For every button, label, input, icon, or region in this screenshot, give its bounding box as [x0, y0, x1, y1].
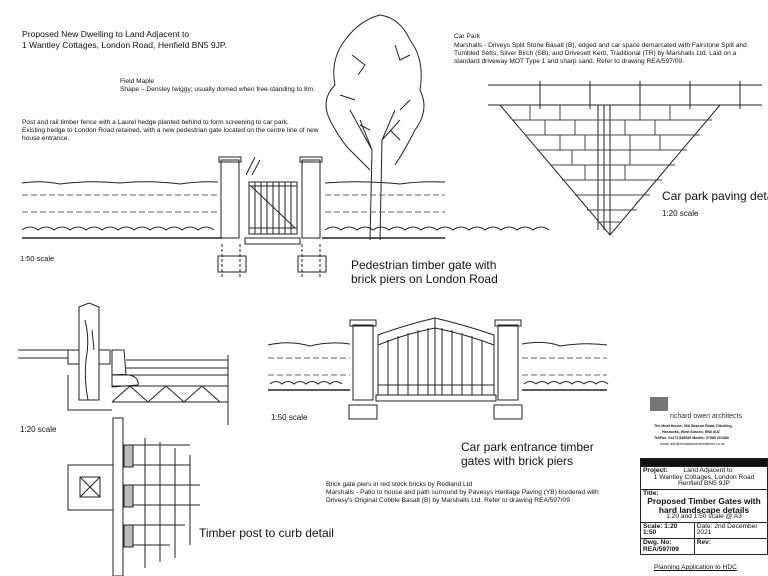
architect-phone: Tel/Fax: 01273 845080 Mobile: 07985 2618… [654, 436, 729, 440]
field-maple-tree-sketch [325, 14, 425, 241]
materials-note-line2: Marshalls - Patio to house and path surr… [326, 489, 599, 496]
project-line3: Henfield BN5 9JP [677, 480, 731, 488]
dwg-label: Dwg. No: [643, 538, 672, 546]
car-park-note-line1: Marshalls - Driveys Split Stone Basalt (… [454, 42, 747, 49]
entrance-gates-caption-line1: Car park entrance timber [461, 440, 594, 454]
project-heading-line1: Proposed New Dwelling to Land Adjacent t… [22, 29, 190, 39]
dwg-number: REA/597/09 [643, 545, 679, 553]
pedestrian-gate-caption-line2: brick piers on London Road [351, 272, 498, 286]
paving-detail-scale: 1:20 scale [662, 209, 699, 218]
title-block-project: Project: Land Adjacent to 1 Wantley Cott… [641, 466, 767, 489]
title-line1: Proposed Timber Gates with [647, 496, 761, 507]
project-heading-line2: 1 Wantley Cottages, London Road, Henfiel… [22, 40, 227, 50]
materials-note-line1: Brick gate piers in red stock bricks by … [326, 481, 473, 488]
project-label: Project: [643, 467, 668, 474]
title-block-title: Title: Proposed Timber Gates with hard l… [641, 488, 767, 522]
timber-post-caption: Timber post to curb detail [199, 526, 334, 540]
title-label: Title: [643, 489, 659, 497]
car-park-note-line2: Tumbled Setts, Silver Birch (SB), and Dr… [454, 50, 737, 57]
car-park-note-line3: standard driveway MOT Type 1 and sharp s… [454, 58, 684, 65]
architect-email[interactable]: email: info@richardowenarchitects.co.uk [660, 442, 725, 446]
scale-value: Scale: 1:20 1:50 [643, 522, 678, 537]
title-block-bar [641, 459, 767, 466]
fence-note-line3: house entrance. [22, 135, 70, 142]
entrance-gates-scale: 1:50 scale [271, 413, 308, 422]
architect-address1: The Moat House, 36A Beacon Road, Ditchli… [654, 424, 733, 428]
timber-post-section [18, 302, 229, 576]
architect-address2: Hassocks, West Sussex, BN6 8UZ [662, 430, 720, 434]
materials-note-line3: Drivesy's Original Cobble Basalt (B) by … [326, 497, 570, 504]
fence-note-line1: Post and rail timber fence with a Laurel… [22, 119, 289, 126]
title-line2: hard landscape details [658, 504, 750, 515]
rev-label: Rev: [693, 538, 767, 555]
pedestrian-gate-elevation [21, 156, 550, 278]
tree-note-title: Field Maple [120, 78, 155, 85]
entrance-gates-elevation [267, 317, 609, 420]
title-block-dwg-rev: Dwg. No:REA/597/09 Rev: [641, 537, 767, 555]
fence-note-line2: Existing hedge to London Road retained, … [22, 127, 319, 134]
timber-post-scale: 1:20 scale [20, 425, 57, 434]
title-block: Project: Land Adjacent to 1 Wantley Cott… [640, 458, 768, 556]
pedestrian-gate-scale: 1:50 scale [20, 254, 55, 263]
drawing-status: Planning Application to HDC [654, 564, 737, 571]
pedestrian-gate-caption-line1: Pedestrian timber gate with [351, 258, 497, 272]
car-park-note-title: Car Park [454, 33, 481, 40]
project-line1: Land Adjacent to [683, 467, 733, 474]
title-line3: 1:20 and 1:50 scale @ A3 [666, 513, 742, 521]
tree-note-text: Shape – Densley twiggy; usually domed wh… [120, 86, 315, 93]
project-line2: 1 Wantley Cottages, London Road [653, 473, 755, 481]
title-block-scale-date: Scale: 1:20 1:50 Date: 2nd December 2021 [641, 521, 767, 538]
paving-detail-caption: Car park paving detail [662, 189, 768, 203]
date-value: Date: 2nd December 2021 [693, 522, 767, 538]
entrance-gates-caption-line2: gates with brick piers [461, 454, 574, 468]
architect-logo-mark [650, 397, 668, 411]
car-park-paving-plan [488, 81, 762, 236]
architect-name: richard owen architects [670, 413, 742, 420]
